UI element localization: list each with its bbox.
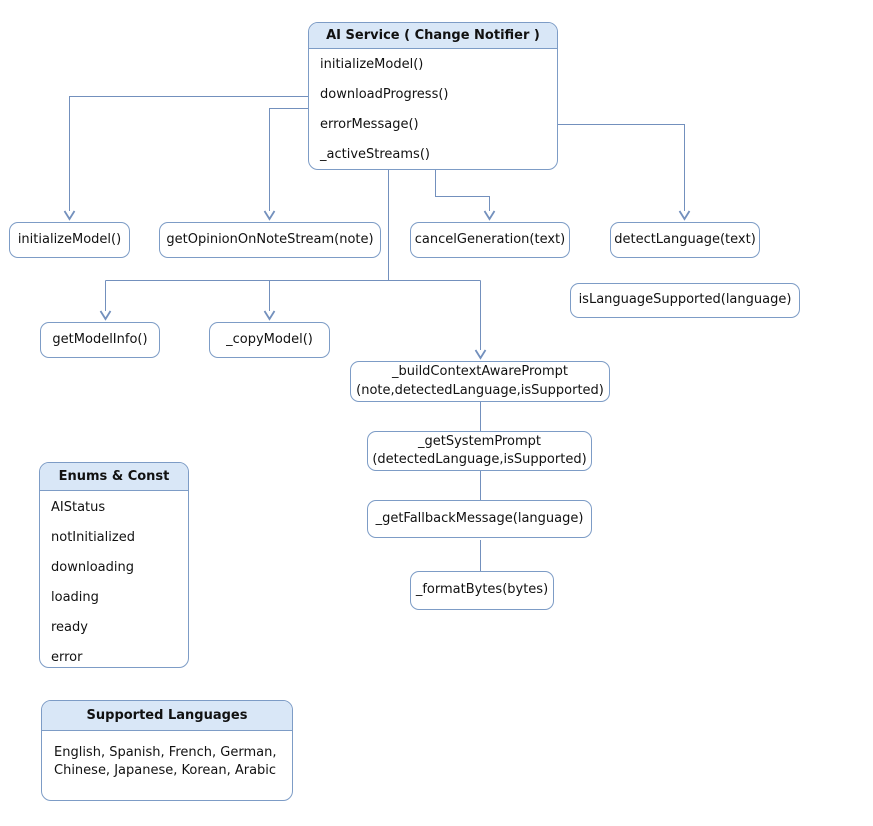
node-label: getOpinionOnNoteStream(note) <box>166 231 374 247</box>
connector-main-to-get-opinion <box>269 108 308 211</box>
connector-main-to-cancel-generation <box>435 170 490 211</box>
method-item: initializeModel() <box>320 56 424 72</box>
node-label-line2: (note,detectedLanguage,isSupported) <box>356 382 604 398</box>
node-get-opinion-on-note-stream[interactable]: getOpinionOnNoteStream(note) <box>159 222 381 258</box>
ai-service-class-title: AI Service ( Change Notifier ) <box>309 23 557 49</box>
node-get-system-prompt[interactable]: _getSystemPrompt (detectedLanguage,isSup… <box>367 431 592 471</box>
node-initialize-model[interactable]: initializeModel() <box>9 222 130 258</box>
node-is-language-supported[interactable]: isLanguageSupported(language) <box>570 283 800 318</box>
enum-item: ready <box>51 619 88 635</box>
node-build-context-aware-prompt[interactable]: _buildContextAwarePrompt (note,detectedL… <box>350 361 610 402</box>
node-label: getModelInfo() <box>52 331 148 347</box>
node-label: _getSystemPrompt (detectedLanguage,isSup… <box>372 433 586 469</box>
enum-item: loading <box>51 589 99 605</box>
node-label: _getFallbackMessage(language) <box>375 510 584 526</box>
node-label-line1: _buildContextAwarePrompt <box>391 364 569 380</box>
supported-languages-text: English, Spanish, French, German, Chines… <box>54 745 277 779</box>
arrowhead-initialize-model <box>63 210 76 221</box>
supported-languages-title: Supported Languages <box>42 701 292 731</box>
node-enums-const-class[interactable]: Enums & Const AIStatus notInitialized do… <box>39 462 189 668</box>
node-label: _buildContextAwarePrompt (note,detectedL… <box>356 363 604 399</box>
enum-item: error <box>51 649 83 665</box>
node-get-model-info[interactable]: getModelInfo() <box>40 322 160 358</box>
arrowhead-build-prompt <box>474 349 487 360</box>
arrowhead-get-opinion <box>263 210 276 221</box>
enums-const-list: AIStatus notInitialized downloading load… <box>40 491 188 667</box>
node-supported-languages-class[interactable]: Supported Languages English, Spanish, Fr… <box>41 700 293 801</box>
node-copy-model[interactable]: _copyModel() <box>209 322 330 358</box>
node-label: _formatBytes(bytes) <box>415 582 549 598</box>
connector-main-to-initialize-model <box>69 96 308 211</box>
node-label: detectLanguage(text) <box>614 231 756 247</box>
node-label-line1: _getSystemPrompt <box>418 433 541 449</box>
arrowhead-detect-language <box>678 210 691 221</box>
node-label: initializeModel() <box>17 231 122 247</box>
arrowhead-copy-model <box>263 310 276 321</box>
node-get-fallback-message[interactable]: _getFallbackMessage(language) <box>367 500 592 538</box>
arrowhead-get-model-info <box>99 310 112 321</box>
method-item: _activeStreams() <box>320 146 430 162</box>
enums-const-title: Enums & Const <box>40 463 188 491</box>
node-label: _copyModel() <box>226 331 313 347</box>
node-detect-language[interactable]: detectLanguage(text) <box>610 222 760 258</box>
arrowhead-cancel-generation <box>483 210 496 221</box>
node-label: isLanguageSupported(language) <box>578 292 792 308</box>
enum-item: downloading <box>51 559 134 575</box>
enum-item: AIStatus <box>51 499 106 515</box>
method-item: downloadProgress() <box>320 86 449 102</box>
enum-item: notInitialized <box>51 529 135 545</box>
node-format-bytes[interactable]: _formatBytes(bytes) <box>410 571 554 610</box>
ai-service-method-list: initializeModel() downloadProgress() err… <box>309 49 557 169</box>
node-label: cancelGeneration(text) <box>414 231 566 247</box>
method-item: errorMessage() <box>320 116 419 132</box>
node-label-line2: (detectedLanguage,isSupported) <box>372 452 587 467</box>
connector-main-to-detect-language <box>558 124 685 211</box>
node-ai-service-class[interactable]: AI Service ( Change Notifier ) initializ… <box>308 22 558 170</box>
node-cancel-generation[interactable]: cancelGeneration(text) <box>410 222 570 258</box>
